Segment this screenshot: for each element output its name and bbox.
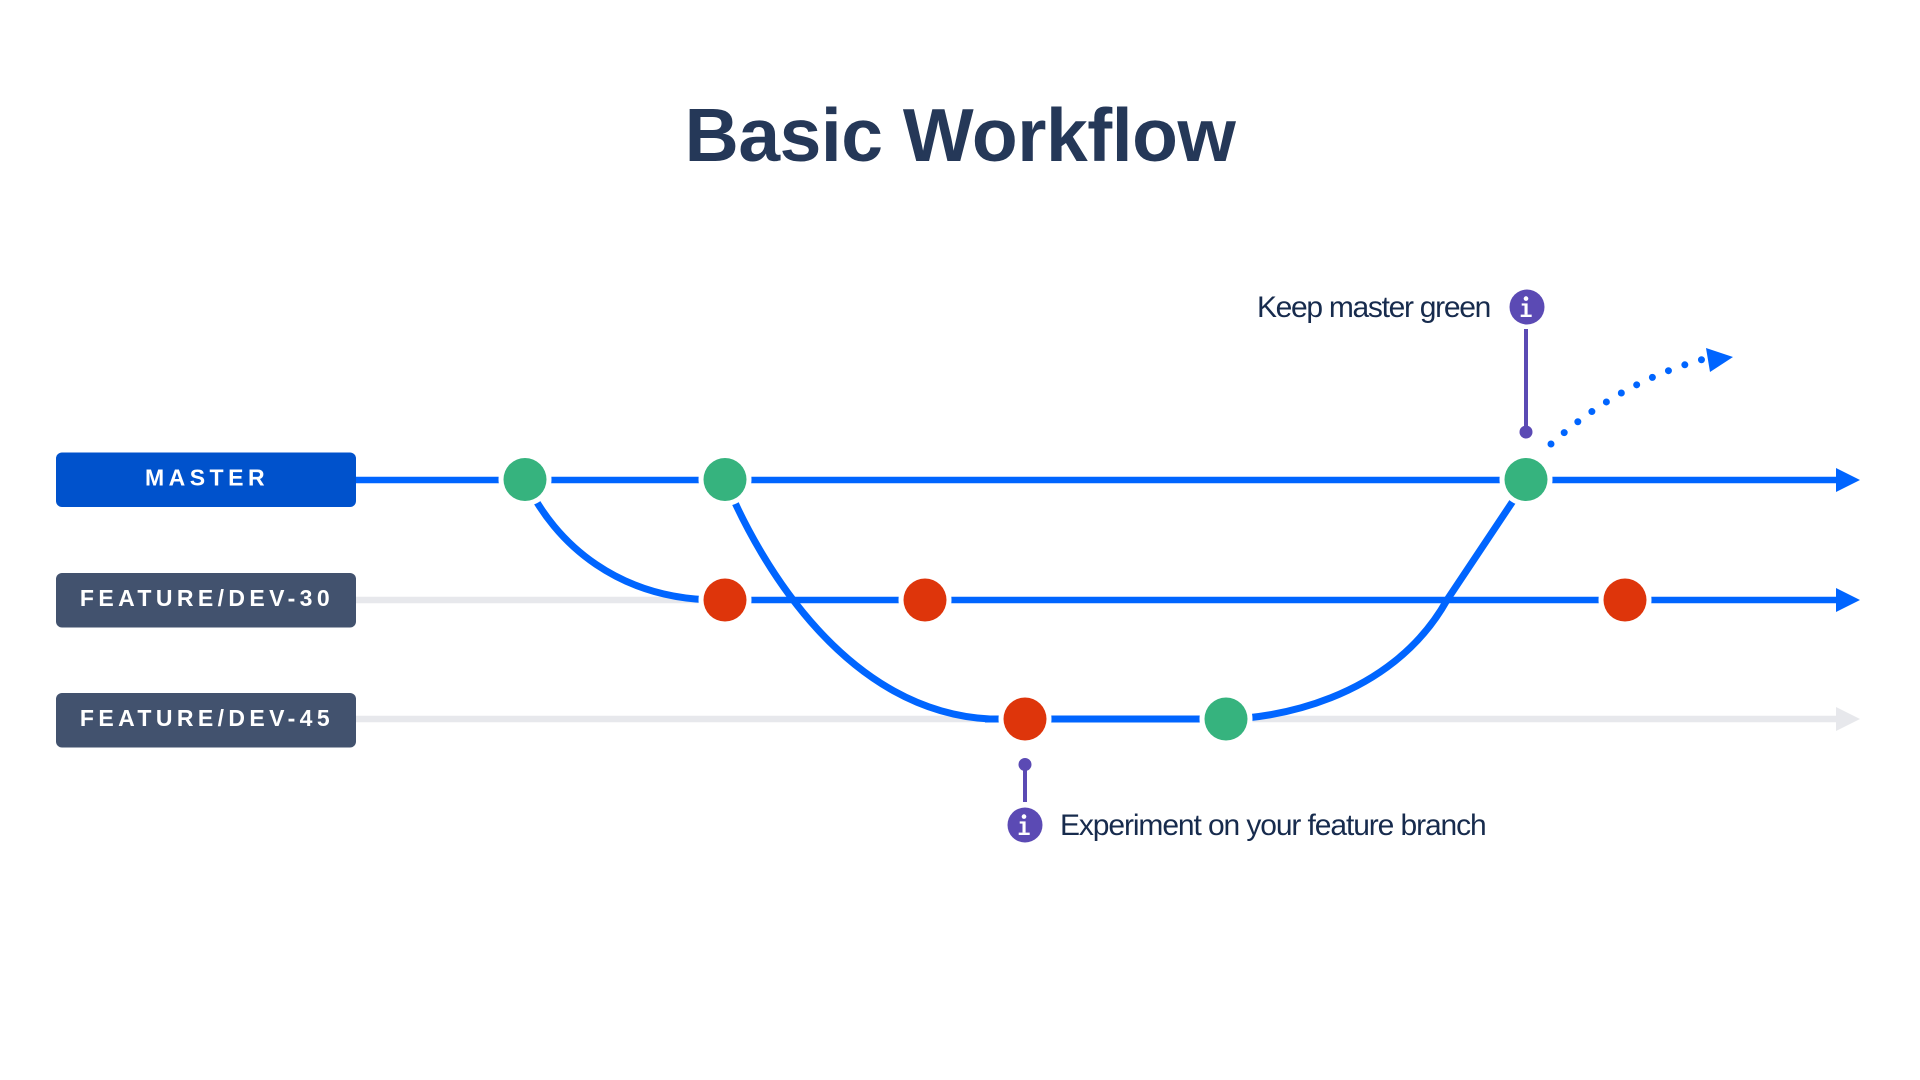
svg-text:Keep master green: Keep master green [1257, 291, 1490, 324]
svg-text:FEATURE/DEV-30: FEATURE/DEV-30 [80, 585, 334, 611]
svg-text:Basic Workflow: Basic Workflow [685, 93, 1237, 177]
svg-text:MASTER: MASTER [145, 465, 269, 491]
svg-text:Experiment on your feature bra: Experiment on your feature branch [1060, 809, 1486, 842]
svg-text:FEATURE/DEV-45: FEATURE/DEV-45 [80, 705, 334, 731]
